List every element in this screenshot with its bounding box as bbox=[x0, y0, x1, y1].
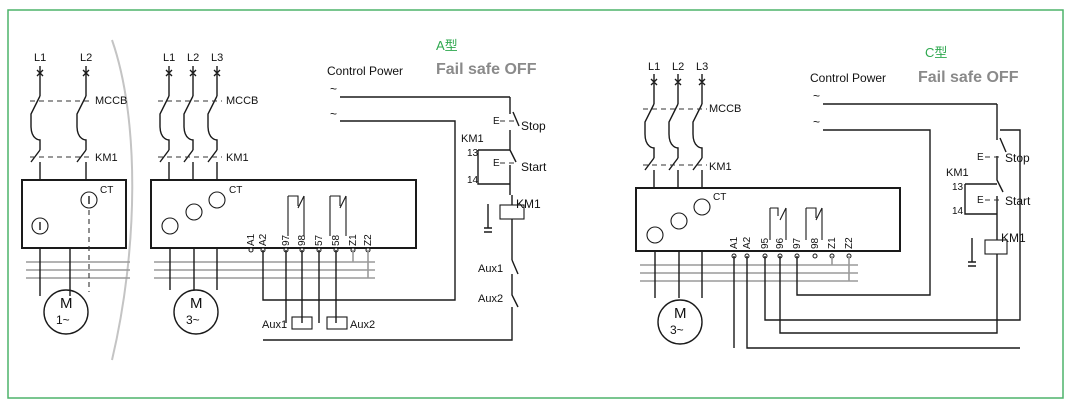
terminal-label: 97 bbox=[792, 237, 803, 249]
terminal-label: 96 bbox=[775, 237, 786, 249]
aux2-label: Aux2 bbox=[478, 293, 503, 305]
control-power-label: Control Power bbox=[327, 64, 403, 78]
phase-label: L2 bbox=[80, 52, 92, 64]
e-mark: E bbox=[977, 152, 984, 163]
control-power-label: Control Power bbox=[810, 71, 886, 85]
phase-label: L1 bbox=[34, 52, 46, 64]
terminal-label: A2 bbox=[742, 236, 753, 249]
motor-m: M bbox=[190, 295, 203, 312]
relay-aux1-label: Aux1 bbox=[262, 319, 287, 331]
terminal-label: Z1 bbox=[348, 234, 359, 246]
terminal-13: 13 bbox=[467, 148, 479, 159]
terminal-label: A2 bbox=[258, 233, 269, 246]
terminal-label: Z1 bbox=[827, 237, 838, 249]
diagram-c: C型 Fail safe OFF Control Power ~ ~ L1 L2… bbox=[635, 45, 1031, 349]
stop-label: Stop bbox=[1005, 151, 1030, 165]
relay-aux2-label: Aux2 bbox=[350, 319, 375, 331]
terminal-14: 14 bbox=[467, 175, 479, 186]
ct-label: CT bbox=[100, 185, 113, 196]
phase-label: L3 bbox=[211, 52, 223, 64]
terminal-13: 13 bbox=[952, 182, 964, 193]
phase-label: L1 bbox=[648, 61, 660, 73]
terminal-label: A1 bbox=[729, 236, 740, 249]
motor-phase: 3~ bbox=[186, 313, 200, 327]
control-power-tilde-2: ~ bbox=[813, 115, 820, 129]
diagram-a-title: A型 bbox=[436, 38, 458, 53]
diagram-a: A型 Fail safe OFF Control Power ~ ~ L1 L2… bbox=[150, 38, 547, 341]
mccb-label: MCCB bbox=[226, 95, 258, 107]
motor-symbol bbox=[43, 289, 89, 335]
diagram-c-title: C型 bbox=[925, 45, 947, 60]
phase-label: L1 bbox=[163, 52, 175, 64]
ct-label: CT bbox=[713, 192, 726, 203]
terminal-label: A1 bbox=[246, 233, 257, 246]
start-label: Start bbox=[1005, 194, 1031, 208]
coil-label: KM1 bbox=[516, 197, 541, 211]
outer-border bbox=[7, 9, 1064, 399]
terminal-label: 97 bbox=[281, 234, 292, 246]
km1-aux-label: KM1 bbox=[946, 167, 969, 179]
phase-label: L2 bbox=[187, 52, 199, 64]
terminal-label: 98 bbox=[297, 234, 308, 246]
stop-label: Stop bbox=[521, 119, 546, 133]
single-phase-diagram: L1 L2 MCCB KM1 CT M 1~ bbox=[21, 52, 130, 335]
motor-symbol bbox=[173, 289, 219, 335]
terminal-14: 14 bbox=[952, 206, 964, 217]
separator-curve bbox=[111, 39, 134, 361]
phase-label: L2 bbox=[672, 61, 684, 73]
mccb-label: MCCB bbox=[709, 103, 741, 115]
e-mark: E bbox=[493, 116, 500, 127]
diagram-c-fail-safe: Fail safe OFF bbox=[918, 69, 1019, 86]
ct-label: CT bbox=[229, 185, 242, 196]
km1-label: KM1 bbox=[95, 152, 118, 164]
diagram-a-fail-safe: Fail safe OFF bbox=[436, 61, 537, 78]
motor-m: M bbox=[674, 305, 687, 322]
control-power-tilde-1: ~ bbox=[330, 82, 337, 96]
coil-label: KM1 bbox=[1001, 231, 1026, 245]
motor-phase: 1~ bbox=[56, 313, 70, 327]
phase-label: L3 bbox=[696, 61, 708, 73]
terminal-label: 58 bbox=[331, 234, 342, 246]
e-mark: E bbox=[493, 158, 500, 169]
terminal-label: 95 bbox=[760, 237, 771, 249]
motor-symbol bbox=[657, 299, 703, 345]
terminal-label: Z2 bbox=[363, 234, 374, 246]
terminal-label: 98 bbox=[810, 237, 821, 249]
km1-label: KM1 bbox=[226, 152, 249, 164]
terminal-label: 57 bbox=[314, 234, 325, 246]
motor-phase: 3~ bbox=[670, 323, 684, 337]
aux1-label: Aux1 bbox=[478, 263, 503, 275]
start-label: Start bbox=[521, 160, 547, 174]
motor-m: M bbox=[60, 295, 73, 312]
km1-label: KM1 bbox=[709, 161, 732, 173]
mccb-label: MCCB bbox=[95, 95, 127, 107]
terminal-label: Z2 bbox=[844, 237, 855, 249]
control-power-tilde-1: ~ bbox=[813, 89, 820, 103]
e-mark: E bbox=[977, 195, 984, 206]
km1-aux-label: KM1 bbox=[461, 133, 484, 145]
control-power-tilde-2: ~ bbox=[330, 107, 337, 121]
